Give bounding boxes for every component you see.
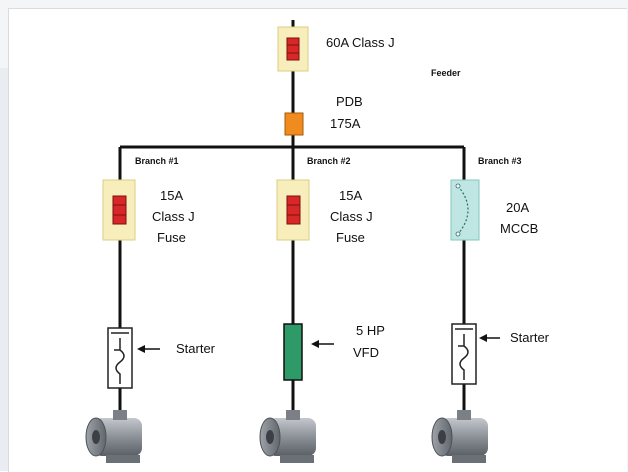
- motor-1-icon: [85, 410, 142, 463]
- feeder-label: Feeder: [431, 68, 461, 78]
- feeder-fuse: [277, 26, 309, 72]
- motor-3-icon: [431, 410, 488, 463]
- branch-3-arrowhead: [479, 334, 487, 342]
- branch-2-fuse: [276, 179, 310, 241]
- pdb-label-line1: PDB: [336, 94, 363, 109]
- branch-1-device-line3: Fuse: [157, 230, 186, 245]
- branch-1-fuse: [102, 179, 136, 241]
- branch-1-device-line1: 15A: [160, 188, 183, 203]
- branch-2-vfd: [283, 323, 303, 381]
- branch-3-device-line2: MCCB: [500, 221, 538, 236]
- branch-2-device-line1: 15A: [339, 188, 362, 203]
- motor-2-icon: [259, 410, 316, 463]
- branch-2-device-line2: Class J: [330, 209, 373, 224]
- branch-3-mccb: [450, 179, 480, 241]
- branch-3-device-line1: 20A: [506, 200, 529, 215]
- branch-3-control-label: Starter: [510, 330, 550, 345]
- pdb-label-line2: 175A: [330, 116, 361, 131]
- left-edge-panel: [0, 68, 8, 471]
- branch-1-device-line2: Class J: [152, 209, 195, 224]
- branch-3-starter: [451, 323, 477, 385]
- feeder-fuse-label: 60A Class J: [326, 35, 395, 50]
- branch-3-label: Branch #3: [478, 156, 522, 166]
- branch-2-control-line1: 5 HP: [356, 323, 385, 338]
- branch-1-starter: [107, 327, 133, 389]
- branch-2-control-line2: VFD: [353, 345, 379, 360]
- branch-2-label: Branch #2: [307, 156, 351, 166]
- branch-1-control-label: Starter: [176, 341, 216, 356]
- pdb-block: [284, 112, 304, 136]
- branch-1-label: Branch #1: [135, 156, 179, 166]
- branch-2-arrowhead: [311, 340, 319, 348]
- branch-1-arrowhead: [137, 345, 145, 353]
- branch-2-device-line3: Fuse: [336, 230, 365, 245]
